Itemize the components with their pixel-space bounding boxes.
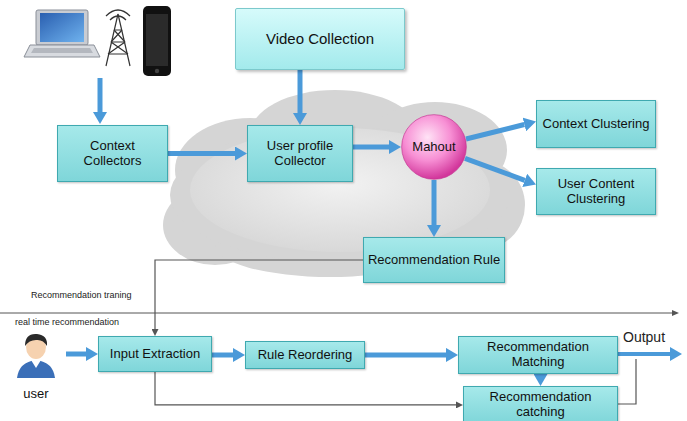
node-text: User Content Clustering: [537, 177, 655, 207]
flow-arrow: [212, 353, 233, 358]
flow-arrow: [466, 125, 524, 140]
node-text: Recommendation catching: [464, 390, 617, 420]
process-circle: Mahout: [401, 114, 467, 180]
source-box: Video Collection: [235, 8, 405, 70]
node-text: Mahout: [409, 140, 458, 155]
node-text: Recommendation Rule: [365, 253, 503, 268]
process-box: Recommendation Rule: [363, 237, 505, 283]
output-arrow: [612, 352, 670, 356]
phase-label: Recommendation traning: [30, 291, 133, 301]
laptop-icon: [24, 10, 100, 57]
node-text: user: [20, 387, 51, 402]
phase-divider-line: [0, 313, 672, 314]
process-box: Input Extraction: [98, 336, 212, 372]
process-box: Recommendation catching: [463, 386, 618, 421]
flow-line: [155, 372, 456, 405]
node-text: Input Extraction: [107, 347, 203, 362]
node-text: User profile Collector: [248, 139, 352, 169]
input-arrow: [98, 78, 103, 112]
flow-arrow: [353, 145, 389, 150]
node-text: Recommendation Matching: [459, 340, 617, 370]
process-box: Recommendation Matching: [458, 336, 618, 374]
node-text: Context Collectors: [58, 139, 167, 169]
flow-arrow: [66, 352, 86, 357]
process-box: Rule Reordering: [245, 341, 365, 369]
process-box: User profile Collector: [247, 125, 353, 182]
user-figure: user: [8, 330, 64, 402]
phone-icon: [143, 6, 171, 76]
antenna-tower-icon: [106, 10, 130, 66]
node-text: Context Clustering: [540, 117, 653, 132]
flow-line: [155, 260, 363, 329]
process-box: Context Collectors: [57, 125, 168, 182]
circle-shape: [402, 115, 467, 180]
node-text: Rule Reordering: [255, 348, 356, 363]
output-label: Output: [622, 330, 666, 345]
flow-arrow: [168, 151, 235, 156]
user-icon: [11, 330, 61, 378]
flow-arrow: [465, 158, 525, 180]
phase-label: real time recommendation: [14, 318, 120, 328]
process-box: Context Clustering: [536, 100, 656, 148]
process-box: User Content Clustering: [536, 168, 656, 215]
flow-arrow: [298, 70, 303, 113]
node-text: Video Collection: [263, 30, 377, 47]
flow-arrow: [365, 352, 446, 357]
flow-arrow: [432, 180, 437, 225]
